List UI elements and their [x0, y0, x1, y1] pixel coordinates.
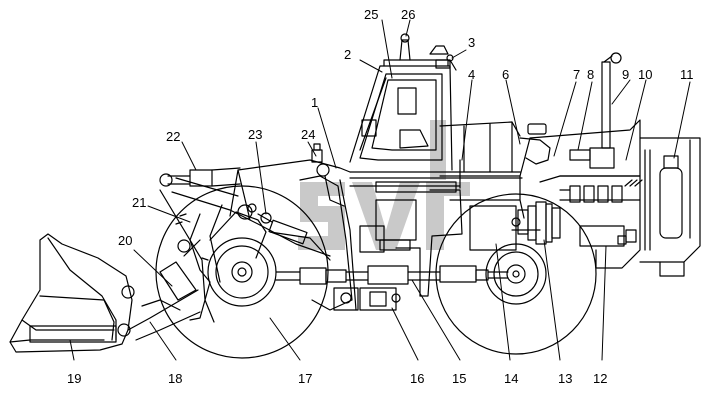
callout-12: 12 — [593, 371, 608, 386]
callout-24: 24 — [301, 127, 316, 142]
front-frame — [229, 159, 359, 311]
leader-lines — [69, 19, 691, 361]
callout-6: 6 — [502, 67, 510, 82]
callout-21: 21 — [132, 195, 147, 210]
callout-17: 17 — [298, 371, 313, 386]
callout-18: 18 — [168, 371, 183, 386]
bucket — [9, 233, 135, 353]
callout-11: 11 — [680, 67, 694, 82]
callout-14: 14 — [504, 371, 519, 386]
callout-25: 25 — [364, 7, 379, 22]
lift-cylinder — [159, 143, 323, 187]
transmission — [359, 159, 561, 297]
engine-hood — [519, 119, 701, 277]
callout-3: 3 — [468, 35, 476, 50]
callout-13: 13 — [558, 371, 573, 386]
callout-9: 9 — [622, 67, 630, 82]
callout-10: 10 — [638, 67, 653, 82]
callout-15: 15 — [452, 371, 467, 386]
exhaust-stack — [569, 52, 622, 169]
bucket-link — [127, 289, 201, 341]
battery-box — [579, 225, 637, 247]
front-wheel — [155, 185, 329, 359]
boom-linkage — [159, 177, 331, 323]
callout-26: 26 — [401, 7, 416, 22]
callout-20: 20 — [118, 233, 133, 248]
callout-23: 23 — [248, 127, 263, 142]
callout-16: 16 — [410, 371, 425, 386]
callout-8: 8 — [587, 67, 595, 82]
callout-22: 22 — [166, 129, 181, 144]
callout-4: 4 — [468, 67, 476, 82]
callout-2: 2 — [344, 47, 352, 62]
radiator-block — [559, 155, 683, 239]
callout-1: 1 — [311, 95, 319, 110]
drive-line — [275, 265, 509, 311]
callout-19: 19 — [67, 371, 82, 386]
callout-7: 7 — [573, 67, 581, 82]
